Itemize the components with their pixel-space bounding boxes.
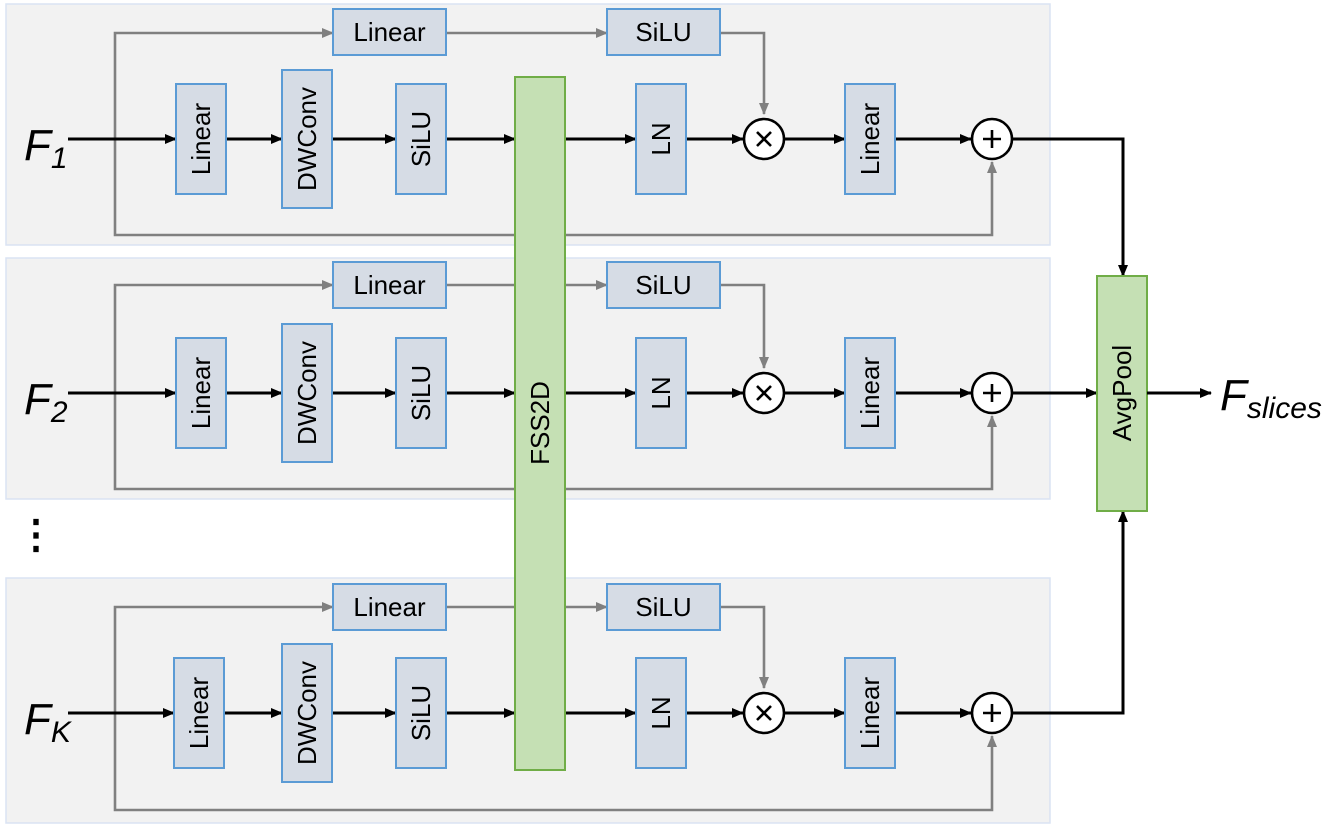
row-k-silu-to-multiply-arrow: [720, 605, 769, 689]
row-k-top-linear-label: Linear: [353, 592, 426, 622]
row-2-multiply-icon: [742, 371, 786, 415]
row-1-output-linear-block: [844, 83, 896, 195]
row-2-ln-block: [635, 337, 687, 449]
row-2-output-linear-label: Linear: [855, 357, 885, 430]
row-k-add-icon: [970, 691, 1014, 735]
row-1-multiply-icon: [742, 117, 786, 161]
row-1-ln-block: [635, 83, 687, 195]
row-2-gate-branch-arrow: [113, 280, 334, 393]
row-2-top-silu-block: [606, 261, 721, 309]
row-k-output-linear-label: Linear: [855, 677, 885, 750]
avgpool-block: [1096, 275, 1148, 512]
row-k-dwconv-label: DWConv: [292, 661, 322, 765]
row-k-silu-label: SiLU: [406, 685, 436, 741]
row-k-top-silu-label: SiLU: [635, 592, 691, 622]
row-1-to-avgpool-arrow: [1013, 137, 1128, 277]
row-2-output-linear-block: [844, 337, 896, 449]
row-k-residual-arrow: [113, 713, 997, 812]
output-label: Fslices: [1220, 371, 1322, 425]
row-1-top-silu-block: [606, 8, 721, 56]
row-k-dwconv-block: [281, 643, 333, 783]
rows-ellipsis: ⋮: [16, 513, 56, 557]
row-2-linear-label: Linear: [186, 357, 216, 430]
row-2-add-icon: [970, 371, 1014, 415]
row-k-linear-block: [173, 657, 225, 769]
row-k-to-avgpool-arrow: [1013, 510, 1128, 715]
row-k-ln-block: [635, 657, 687, 769]
row-k-top-linear-block: [332, 583, 447, 631]
row-1-input-label: F1: [24, 121, 68, 175]
row-2-silu-to-multiply-arrow: [720, 283, 769, 369]
row-2-dwconv-block: [281, 323, 333, 463]
row-k-linear-label: Linear: [184, 677, 214, 750]
row-2-ln-label: LN: [646, 376, 676, 409]
avgpool-label: AvgPool: [1107, 345, 1137, 441]
row-1-add-icon: [970, 117, 1014, 161]
row-1-silu-label: SiLU: [406, 111, 436, 167]
row-2-top-silu-label: SiLU: [635, 270, 691, 300]
row-k-multiply-icon: [742, 691, 786, 735]
row-1-output-linear-label: Linear: [855, 103, 885, 176]
row-2-silu-label: SiLU: [406, 365, 436, 421]
row-1-silu-to-multiply-arrow: [720, 31, 769, 115]
row-2-top-linear-block: [332, 261, 447, 309]
row-k-output-linear-block: [844, 657, 896, 769]
row-2-top-linear-label: Linear: [353, 270, 426, 300]
row-1-dwconv-label: DWConv: [292, 87, 322, 191]
row-1-top-linear-block: [332, 8, 447, 56]
row-k-silu-block: [395, 657, 447, 769]
row-k-top-silu-block: [606, 583, 721, 631]
fss2d-block: [514, 76, 566, 771]
row-k-ln-label: LN: [646, 696, 676, 729]
row-1-top-silu-label: SiLU: [635, 17, 691, 47]
row-1-linear-block: [175, 83, 227, 195]
fss2d-label: FSS2D: [525, 381, 555, 465]
row-1-ln-label: LN: [646, 122, 676, 155]
row-2-linear-block: [175, 337, 227, 449]
row-2-dwconv-label: DWConv: [292, 341, 322, 445]
row-1-top-linear-label: Linear: [353, 17, 426, 47]
row-2-silu-block: [395, 337, 447, 449]
row-1-gate-branch-arrow: [113, 28, 334, 139]
row-k-gate-branch-arrow: [113, 602, 334, 713]
row-2-input-label: F2: [24, 375, 68, 429]
row-1-silu-block: [395, 83, 447, 195]
row-1-dwconv-block: [281, 69, 333, 209]
row-1-linear-label: Linear: [186, 103, 216, 176]
row-k-input-label: FK: [24, 695, 73, 749]
